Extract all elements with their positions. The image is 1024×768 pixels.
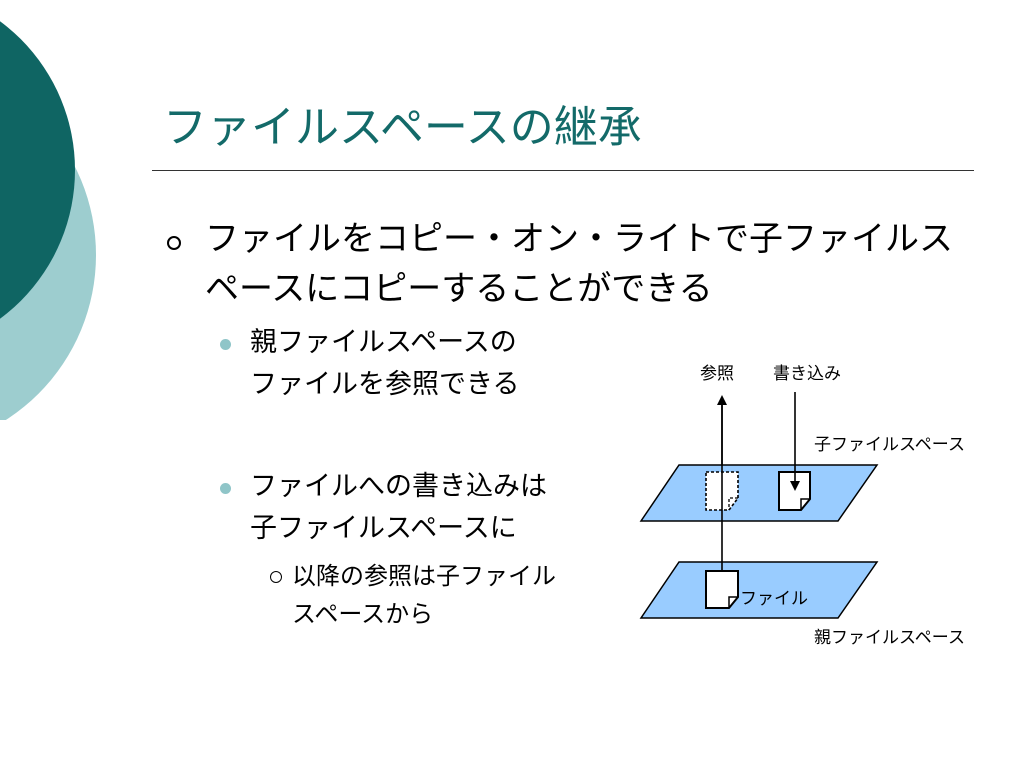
parent-filespace-plane: [639, 561, 879, 619]
small-hollow-circle-bullet-icon: [270, 571, 282, 583]
slide-title: ファイルスペースの継承: [163, 102, 642, 153]
sub-bullet-1-text: 親ファイルスペースの ファイルを参照できる: [250, 322, 519, 406]
decorative-circles: [0, 21, 96, 420]
sub-bullet-1-line-1: 親ファイルスペースの: [250, 327, 517, 358]
dark-teal-circle: [0, 21, 75, 319]
title-divider: [152, 170, 974, 171]
sub-sub-bullet-text: 以降の参照は子ファイル スペースから: [292, 557, 556, 633]
hollow-circle-bullet-icon: [167, 236, 181, 250]
main-bullet-line-2: ペースにコピーすることができる: [205, 269, 713, 309]
child-filespace-plane: [639, 464, 879, 522]
sub-bullet-2-line-1: ファイルへの書き込みは: [250, 471, 547, 502]
sub-bullet-2-text: ファイルへの書き込みは 子ファイルスペースに: [250, 466, 547, 550]
label-parent-filespace: 親ファイルスペース: [814, 628, 965, 648]
parent-file-fold: [728, 596, 738, 608]
sub-bullet-1-line-2: ファイルを参照できる: [250, 369, 520, 400]
label-file: ファイル: [740, 589, 808, 609]
parent-file-icon: [705, 570, 739, 609]
sub-bullet-2-line-2: 子ファイルスペースに: [250, 513, 517, 544]
label-read: 参照: [700, 364, 734, 384]
label-child-filespace: 子ファイルスペース: [814, 435, 965, 455]
main-bullet-line-1: ファイルをコピー・オン・ライトで子ファイルス: [205, 219, 953, 259]
dot-bullet-icon: [220, 339, 231, 350]
referenced-file-fold: [728, 497, 738, 510]
written-file-fold: [800, 498, 810, 510]
main-bullet-text: ファイルをコピー・オン・ライトで子ファイルス ペースにコピーすることができる: [205, 214, 965, 314]
label-write: 書き込み: [773, 364, 841, 384]
dot-bullet-icon: [220, 483, 231, 494]
sub-sub-bullet-line-1: 以降の参照は子ファイル: [292, 562, 556, 590]
written-file-icon: [778, 471, 811, 511]
sub-sub-bullet-line-2: スペースから: [292, 600, 434, 628]
